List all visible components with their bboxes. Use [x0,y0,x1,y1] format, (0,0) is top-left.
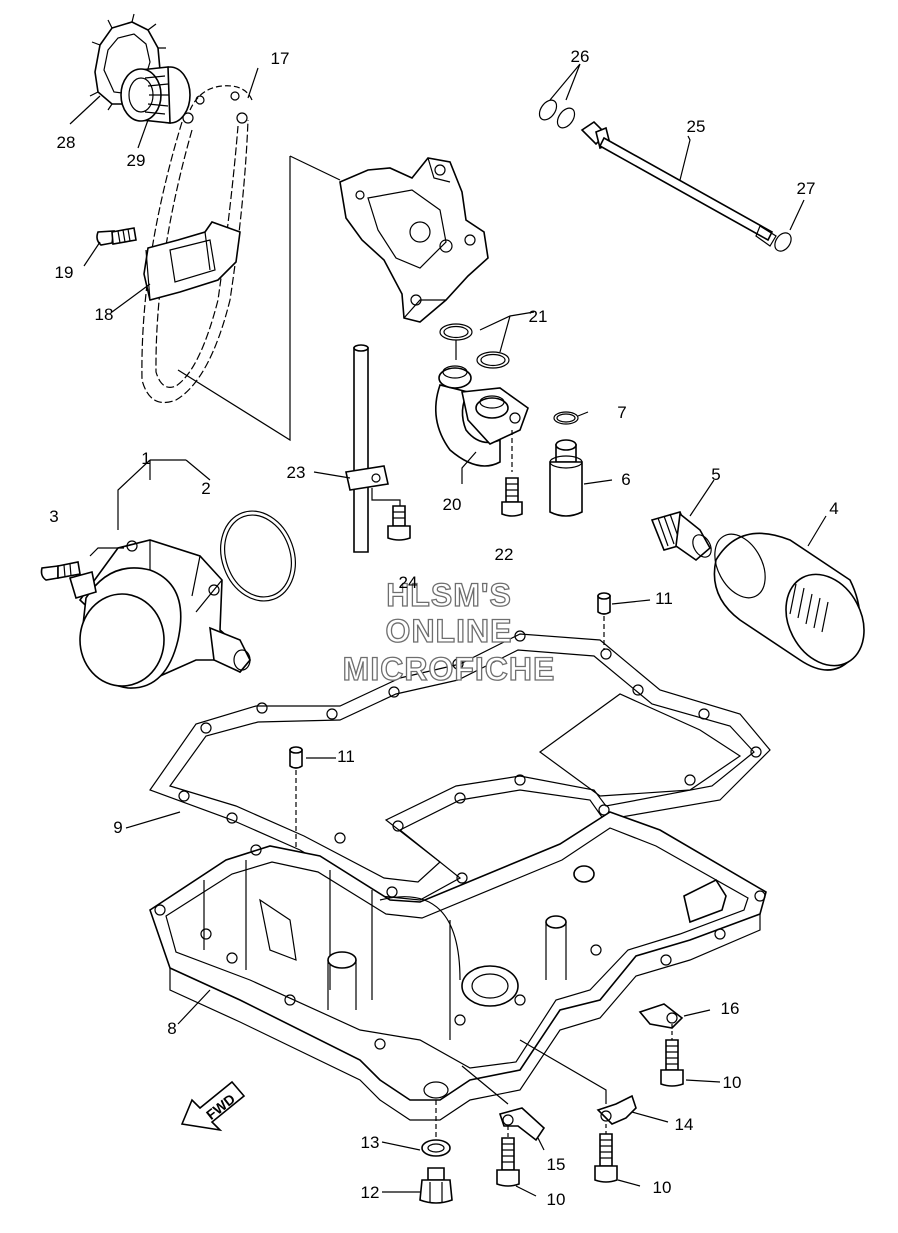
callout-11-upper: 11 [655,589,673,608]
pan-bolt-right-lower[interactable] [594,1133,618,1183]
callout-11-lower: 11 [337,747,355,766]
gauge-o-ring-b[interactable] [554,105,578,131]
chain-to-pump-leader [289,155,341,181]
oil-delivery-pipe[interactable] [434,365,529,467]
callout-12: 12 [361,1183,380,1202]
callout-23: 23 [287,463,306,482]
callout-15: 15 [547,1155,566,1174]
drain-plug[interactable] [419,1167,453,1204]
relief-valve-o-ring[interactable] [553,411,579,425]
dowel-pin-upper[interactable] [597,592,611,615]
fwd-arrow-icon: FWD [180,1080,246,1132]
oil-pan[interactable] [149,811,767,1121]
callout-13: 13 [361,1133,380,1152]
callout-26: 26 [571,47,590,66]
pan-bolt-right-upper[interactable] [660,1039,684,1087]
callout-25: 25 [687,117,706,136]
hose-clip-16[interactable] [638,1003,684,1029]
callout-10-upper: 10 [723,1073,742,1092]
callout-6: 6 [621,470,630,489]
oil-pan-gasket[interactable] [149,630,771,901]
oil-strainer-pipe[interactable] [345,344,389,553]
oil-pump[interactable] [339,157,489,323]
gauge-o-ring-c[interactable] [772,230,795,254]
strainer-bolt-leader [371,488,401,510]
callout-21: 21 [529,307,548,326]
needle-bearing[interactable] [120,66,191,124]
watermark-line-2: ONLINE [386,613,513,649]
callout-19: 19 [55,263,74,282]
pan-bolt-center[interactable] [496,1137,520,1187]
cooler-bolt-leader [89,547,124,557]
callout-24: 24 [399,573,418,592]
callout-9: 9 [113,818,122,837]
watermark-line-1: HLSM'S [386,577,512,613]
callout-27: 27 [797,179,816,198]
strainer-bolt[interactable] [387,505,411,541]
callout-18: 18 [95,305,114,324]
callout-14: 14 [675,1115,694,1134]
callout-10-right: 10 [653,1178,672,1197]
callout-2: 2 [201,479,210,498]
callout-22: 22 [495,545,514,564]
callout-29: 29 [127,151,146,170]
pipe-bolt[interactable] [501,477,523,517]
chain-bracket-leader [177,156,291,442]
pump-o-ring-upper[interactable] [439,323,473,341]
hose-clip-15[interactable] [498,1107,546,1142]
callout-16: 16 [721,999,740,1018]
watermark-line-3: MICROFICHE [343,651,556,687]
oil-filter[interactable] [705,526,880,680]
callout-1: 1 [141,449,150,468]
callout-7: 7 [617,403,626,422]
oil-relief-valve[interactable] [549,439,583,517]
gauge-o-ring-a[interactable] [536,97,560,123]
oil-cooler[interactable] [68,539,252,689]
callout-3: 3 [49,507,58,526]
callout-20: 20 [443,495,462,514]
chain-guide[interactable] [143,221,241,301]
callout-8: 8 [167,1019,176,1038]
pump-o-ring-lower[interactable] [476,351,510,369]
cooler-gasket[interactable] [208,500,307,611]
dowel-pin-lower[interactable] [289,746,303,769]
callout-17: 17 [271,49,290,68]
callout-leaders [69,63,827,1197]
oil-level-gauge[interactable] [580,120,777,247]
union-bolt[interactable] [650,511,715,562]
callout-10-center: 10 [547,1190,566,1209]
callout-5: 5 [711,465,720,484]
watermark: HLSM'S ONLINE MICROFICHE [342,576,556,687]
cooler-bolt[interactable] [40,561,81,581]
guide-bolt[interactable] [96,227,137,246]
hose-clip-14[interactable] [596,1094,637,1125]
drain-plug-gasket[interactable] [421,1139,451,1157]
callout-4: 4 [829,499,838,518]
pan-to-clip14-leader [519,1039,607,1104]
pan-to-clip15-leader [461,1065,509,1105]
callout-labels: 1 2 3 4 5 6 7 8 9 10 10 10 11 11 12 13 1… [49,47,838,1209]
callout-28: 28 [57,133,76,152]
